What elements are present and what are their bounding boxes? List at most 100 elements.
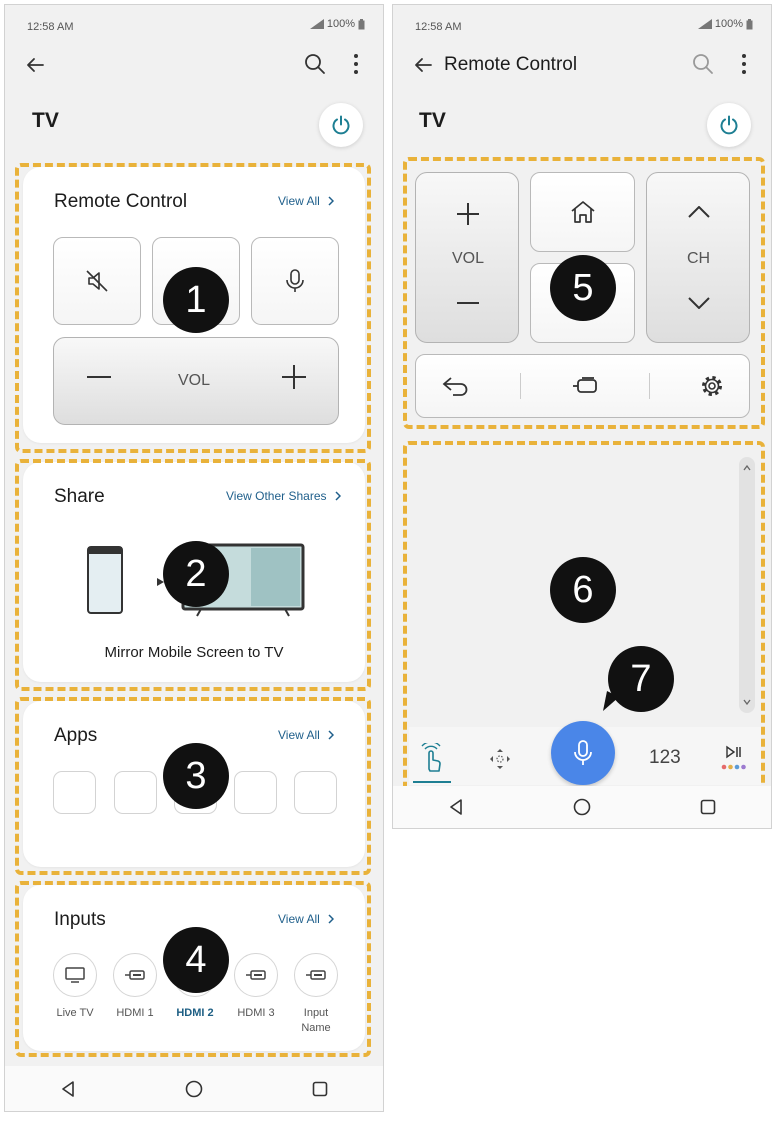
power-button[interactable]: [319, 103, 363, 147]
input-name-button[interactable]: [294, 953, 338, 997]
nav-back-icon[interactable]: [448, 799, 464, 815]
microphone-icon: [574, 740, 592, 765]
channel-rocker[interactable]: CH: [646, 172, 750, 343]
mirror-caption: Mirror Mobile Screen to TV: [104, 644, 284, 661]
input-label: HDMI 1: [116, 1007, 154, 1019]
status-time: 12:58 AM: [415, 21, 462, 33]
callout-badge-4: 4: [163, 927, 229, 993]
hdmi-icon: [125, 970, 145, 980]
mute-button[interactable]: [53, 237, 141, 325]
input-hdmi3-button[interactable]: [234, 953, 278, 997]
battery-percent: 100%: [714, 18, 743, 30]
input-live-tv-button[interactable]: [53, 953, 97, 997]
view-all-label: View All: [278, 728, 320, 742]
page-title: TV: [419, 109, 446, 132]
hdmi-icon: [306, 970, 326, 980]
input-label-selected: HDMI 2: [176, 1007, 214, 1019]
channel-up-icon[interactable]: [688, 206, 710, 218]
home-button[interactable]: [530, 172, 635, 252]
power-button[interactable]: [707, 103, 751, 147]
app-tile[interactable]: [114, 771, 157, 814]
volume-up-icon[interactable]: [457, 203, 479, 225]
apps-title: Apps: [54, 725, 98, 746]
callout-badge-3: 3: [163, 743, 229, 809]
chevron-right-icon: [334, 491, 341, 501]
input-source-icon[interactable]: [570, 375, 600, 397]
nav-recents-icon[interactable]: [312, 1081, 328, 1097]
inputs-view-all-link[interactable]: View All: [278, 912, 334, 926]
numpad-tab[interactable]: 123: [649, 747, 681, 768]
app-tile[interactable]: [294, 771, 337, 814]
voice-mic-button[interactable]: [551, 721, 615, 785]
volume-bar[interactable]: VOL: [53, 337, 339, 425]
scroll-up-icon[interactable]: [743, 465, 751, 471]
system-nav-bar: [5, 1066, 383, 1111]
nav-recents-icon[interactable]: [700, 799, 716, 815]
status-bar: 12:58 AM 100%: [393, 5, 771, 45]
apps-view-all-link[interactable]: View All: [278, 728, 334, 742]
scrollbar-track[interactable]: [739, 457, 755, 713]
volume-down-icon[interactable]: [457, 301, 479, 305]
scroll-down-icon[interactable]: [743, 699, 751, 705]
view-other-shares-label: View Other Shares: [226, 489, 327, 503]
right-phone-screen: 12:58 AM 100% Remote Control TV VOL CH: [392, 4, 772, 829]
directional-pad-icon[interactable]: [488, 747, 512, 771]
separator: [648, 373, 650, 399]
callout-badge-7: 7: [608, 646, 674, 712]
chevron-right-icon: [328, 730, 334, 740]
channel-down-icon[interactable]: [688, 297, 710, 309]
power-icon: [720, 115, 738, 135]
inputs-card: Inputs View All Live TV HDMI 1 HDMI 2 HD…: [23, 885, 365, 1051]
status-bar: 12:58 AM 100%: [5, 5, 383, 45]
chevron-right-icon: [328, 914, 334, 924]
play-pause-icon[interactable]: [719, 745, 749, 773]
nav-back-icon[interactable]: [60, 1080, 76, 1097]
battery-percent: 100%: [326, 18, 355, 30]
hdmi-icon: [246, 970, 266, 980]
volume-down-icon[interactable]: [87, 375, 111, 379]
callout-badge-6: 6: [550, 557, 616, 623]
nav-home-icon[interactable]: [185, 1080, 203, 1098]
status-time: 12:58 AM: [27, 21, 74, 33]
volume-up-icon[interactable]: [282, 365, 306, 389]
input-label: HDMI 3: [237, 1007, 275, 1019]
left-phone-screen: 12:58 AM 100% TV Remote Control View All…: [4, 4, 384, 1112]
back-arrow-icon[interactable]: [25, 55, 45, 75]
battery-icon: [358, 18, 365, 29]
input-hdmi1-button[interactable]: [113, 953, 157, 997]
back-arrow-icon[interactable]: [413, 55, 433, 75]
remote-control-card: Remote Control View All VOL: [23, 167, 365, 443]
callout-badge-1: 1: [163, 267, 229, 333]
signal-icon: [697, 19, 712, 29]
home-icon: [570, 201, 595, 223]
touch-pointer-icon[interactable]: [419, 743, 445, 773]
microphone-icon: [286, 269, 304, 292]
view-all-label: View All: [278, 194, 320, 208]
app-tile[interactable]: [53, 771, 96, 814]
mute-icon: [86, 270, 108, 292]
remote-control-title: Remote Control: [54, 191, 188, 212]
search-icon[interactable]: [304, 53, 326, 75]
view-all-label: View All: [278, 912, 320, 926]
volume-label: VOL: [178, 372, 211, 389]
separator: [519, 373, 521, 399]
active-tab-underline: [413, 781, 451, 783]
signal-icon: [309, 19, 324, 29]
battery-icon: [746, 18, 753, 29]
function-row: [415, 354, 750, 418]
input-label: Live TV: [56, 1007, 94, 1019]
settings-gear-icon[interactable]: [699, 373, 725, 399]
search-icon[interactable]: [692, 53, 714, 75]
more-options-icon[interactable]: [741, 53, 747, 75]
back-return-icon[interactable]: [441, 376, 471, 396]
header-title: Remote Control: [444, 54, 578, 75]
nav-home-icon[interactable]: [573, 798, 591, 816]
remote-view-all-link[interactable]: View All: [278, 194, 334, 208]
app-tile[interactable]: [234, 771, 277, 814]
volume-rocker[interactable]: VOL: [415, 172, 519, 343]
inputs-title: Inputs: [54, 909, 106, 930]
more-options-icon[interactable]: [353, 53, 359, 75]
view-other-shares-link[interactable]: View Other Shares: [226, 489, 341, 503]
voice-button[interactable]: [251, 237, 339, 325]
share-title: Share: [54, 486, 105, 507]
